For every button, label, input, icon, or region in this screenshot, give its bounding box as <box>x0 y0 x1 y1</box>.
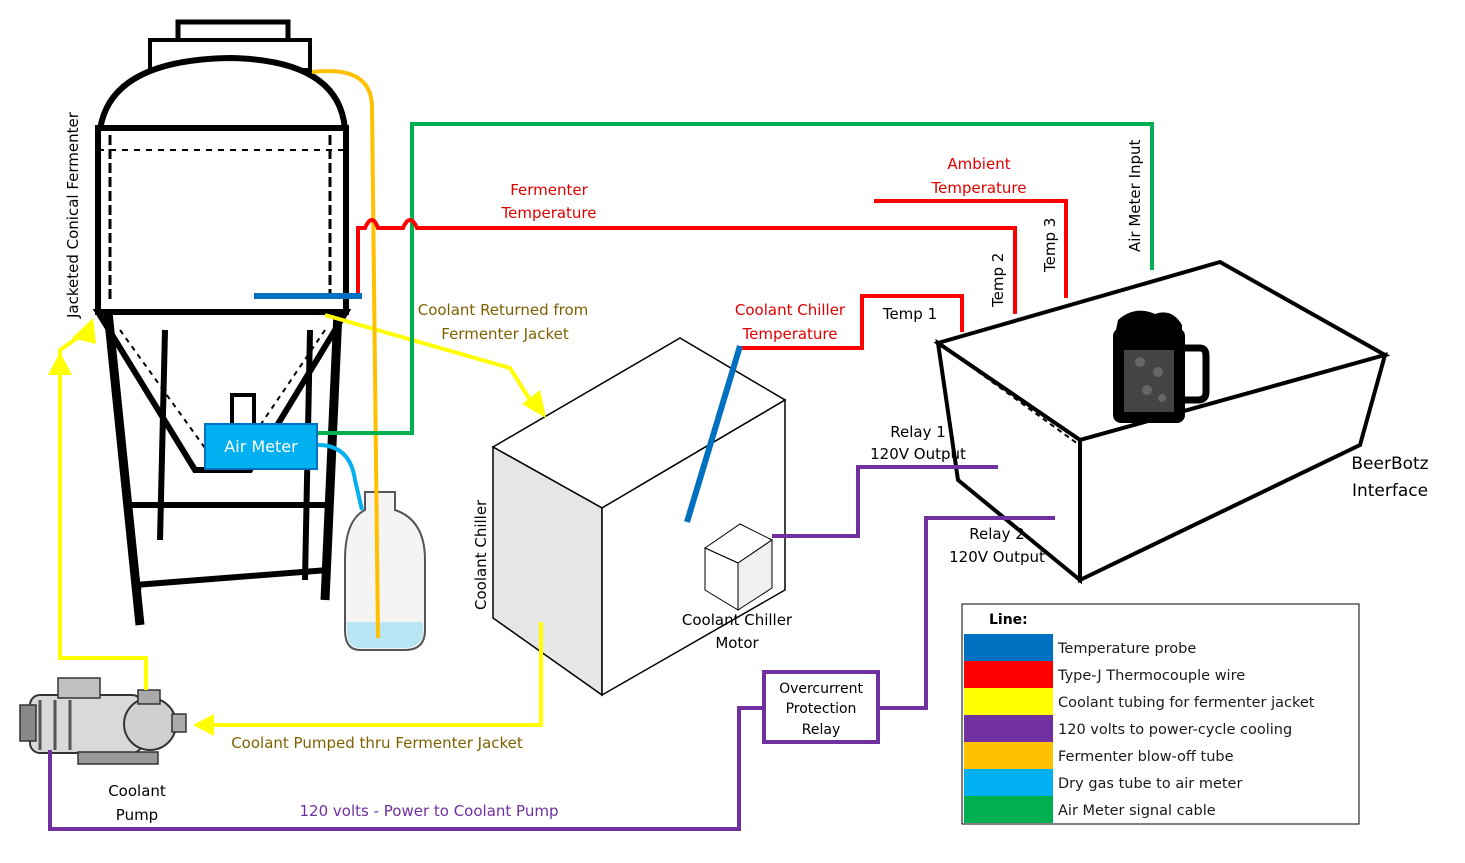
dry-gas-tube <box>317 443 364 511</box>
fermenter-temp-wire <box>356 218 1017 314</box>
pump-power-line <box>48 706 764 831</box>
ambient-temp-label-2: Temperature <box>930 179 1026 197</box>
legend: Line: Temperature probe Type-J Thermocou… <box>961 603 1360 825</box>
legend-label-gas: Dry gas tube to air meter <box>1058 776 1242 792</box>
fermenter-temp-label-1: Fermenter <box>510 181 588 199</box>
relay1-label-1: Relay 1 <box>890 423 946 441</box>
chiller-temp-probe <box>684 345 743 523</box>
ambient-temp-wire <box>874 199 1068 298</box>
beer-mug-icon <box>1113 310 1210 423</box>
air-meter-input-label: Air Meter Input <box>1126 139 1144 252</box>
chiller-temp-label-2: Temperature <box>741 325 837 343</box>
legend-swatch-signal <box>964 796 1053 823</box>
coolant-returned-label-2: Fermenter Jacket <box>441 325 569 343</box>
coolant-return-tube <box>324 313 537 410</box>
legend-label-probe: Temperature probe <box>1057 641 1196 657</box>
legend-swatch-gas <box>964 769 1053 796</box>
overcurrent-label-1: Overcurrent <box>779 681 863 697</box>
coolant-pump <box>19 677 187 765</box>
legend-swatch-probe <box>964 634 1053 661</box>
blowoff-tube <box>311 69 380 639</box>
legend-label-signal: Air Meter signal cable <box>1058 803 1216 819</box>
beerbotz-label-2: Interface <box>1352 481 1428 501</box>
legend-swatch-thermocouple <box>964 661 1053 688</box>
coolant-pump-tube <box>58 375 148 690</box>
relay1-power-line <box>772 465 998 538</box>
coolant-chiller-vertical-label: Coolant Chiller <box>472 499 490 610</box>
coolant-return-arrowhead <box>522 390 546 418</box>
legend-label-coolant: Coolant tubing for fermenter jacket <box>1058 695 1315 711</box>
beerbotz-label-1: BeerBotz <box>1351 454 1428 474</box>
ambient-temp-label-1: Ambient <box>947 155 1010 173</box>
blowoff-jar <box>344 491 426 651</box>
fermenter-vertical-label: Jacketed Conical Fermenter <box>64 111 82 319</box>
relay2-power-line <box>878 516 1055 710</box>
legend-label-power: 120 volts to power-cycle cooling <box>1058 722 1292 738</box>
temp2-label: Temp 2 <box>989 253 1007 308</box>
legend-swatch-blowoff <box>964 742 1053 769</box>
air-meter-label: Air Meter <box>224 437 298 456</box>
coolant-pump-label-1: Coolant <box>108 782 166 800</box>
chiller-temp-label-1: Coolant Chiller <box>735 301 846 319</box>
overcurrent-label-2: Protection <box>786 701 857 717</box>
legend-label-thermocouple: Type-J Thermocouple wire <box>1057 668 1245 684</box>
fermenter-temp-label-2: Temperature <box>500 204 596 222</box>
legend-label-blowoff: Fermenter blow-off tube <box>1058 749 1234 765</box>
coolant-returned-label-1: Coolant Returned from <box>418 301 589 319</box>
coolant-chiller-box <box>491 337 787 697</box>
legend-title: Line: <box>989 612 1028 628</box>
overcurrent-relay-box <box>762 670 880 744</box>
chiller-motor-label-2: Motor <box>715 634 759 652</box>
chiller-motor <box>703 523 773 611</box>
legend-swatch-power <box>964 715 1053 742</box>
coolant-pump-arrowhead-2 <box>72 318 96 344</box>
coolant-pumped-label: Coolant Pumped thru Fermenter Jacket <box>231 734 523 752</box>
temp1-label: Temp 1 <box>882 305 937 323</box>
coolant-pump-label-2: Pump <box>116 806 158 824</box>
air-meter-signal-cable <box>318 122 1154 435</box>
air-meter-box <box>204 423 318 470</box>
coolant-supply-tube <box>210 622 543 727</box>
relay2-label-1: Relay 2 <box>969 525 1025 543</box>
conical-fermenter <box>92 19 352 626</box>
temp3-label: Temp 3 <box>1041 218 1059 273</box>
relay2-label-2: 120V Output <box>949 548 1045 566</box>
chiller-temp-wire <box>740 294 964 350</box>
overcurrent-label-3: Relay <box>802 722 840 738</box>
power-to-pump-label: 120 volts - Power to Coolant Pump <box>300 802 559 820</box>
chiller-motor-label-1: Coolant Chiller <box>682 611 793 629</box>
legend-swatch-coolant <box>964 688 1053 715</box>
relay1-label-2: 120V Output <box>870 445 966 463</box>
coolant-supply-arrowhead <box>193 714 214 736</box>
